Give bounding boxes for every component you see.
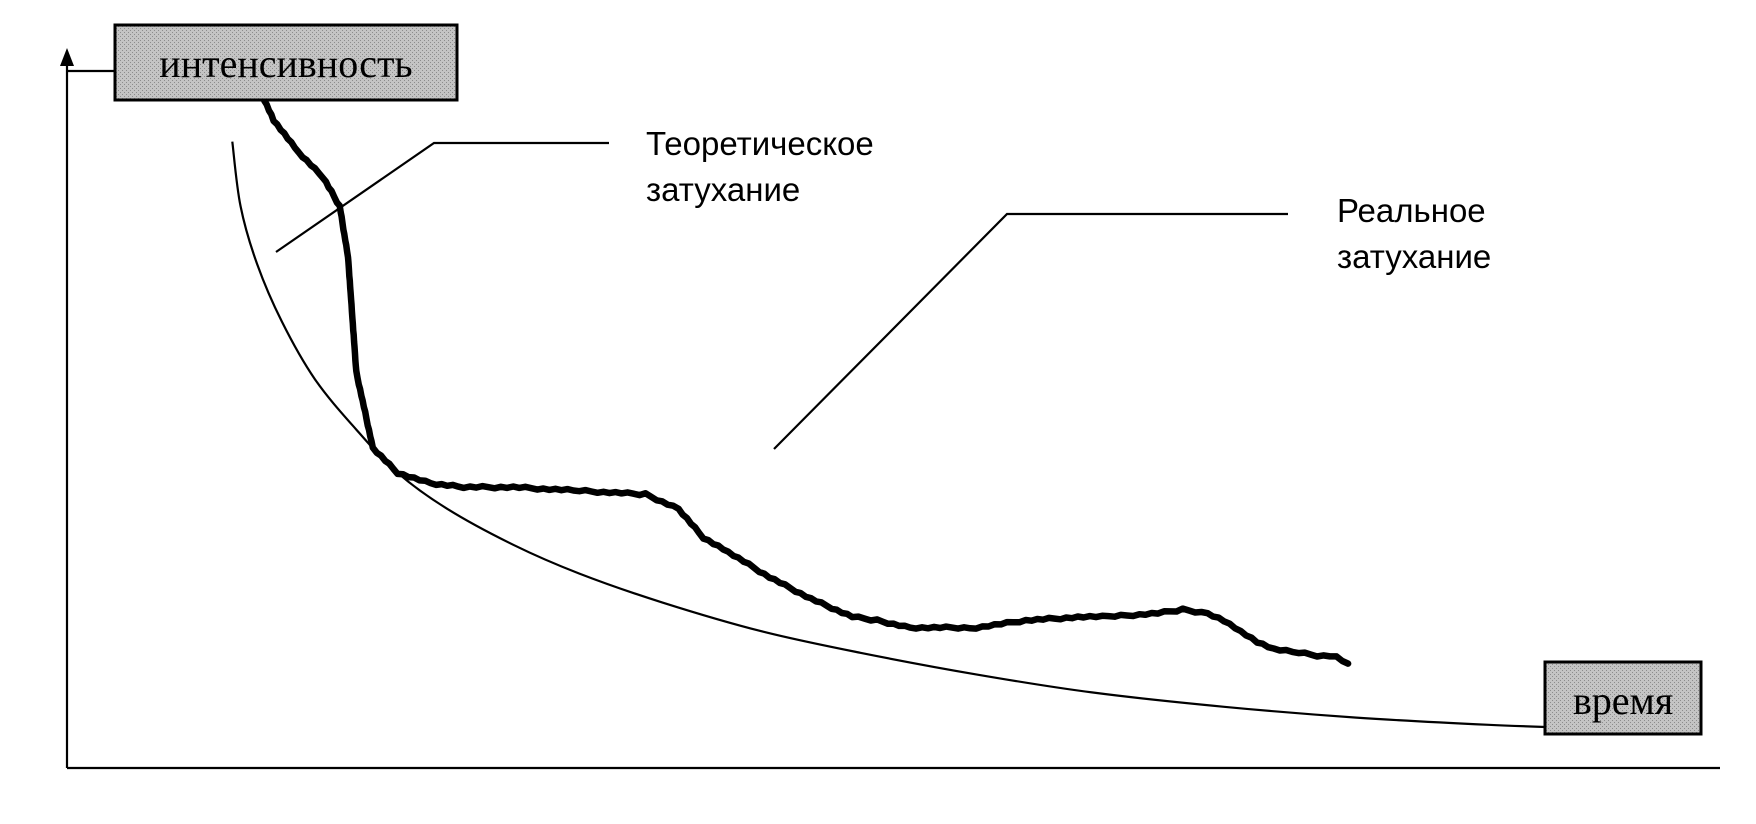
x-axis-label-text: время <box>1573 678 1673 723</box>
y-axis-arrow-icon <box>60 48 74 66</box>
annotation-real-line-1: Реальное <box>1337 192 1486 229</box>
annotation-leader-theoretical <box>275 141 609 253</box>
y-axis-label-text: интенсивность <box>159 41 412 86</box>
annotation-real: Реальное затухание <box>1337 192 1495 275</box>
series-line-real <box>253 58 1352 667</box>
annotation-theoretical-line-2: затухание <box>646 171 800 208</box>
y-axis-label: интенсивность <box>113 23 459 102</box>
y-axis-label-box <box>113 23 459 102</box>
annotation-real-line-2: затухание <box>1337 238 1491 275</box>
annotation-leader-real <box>773 212 1288 450</box>
x-axis-label-box <box>1543 660 1703 736</box>
series-line-theoretical <box>231 141 1588 730</box>
x-axis-label: время <box>1543 660 1703 736</box>
annotation-theoretical: Теоретическое затухание <box>646 125 883 208</box>
annotation-theoretical-line-1: Теоретическое <box>646 125 874 162</box>
